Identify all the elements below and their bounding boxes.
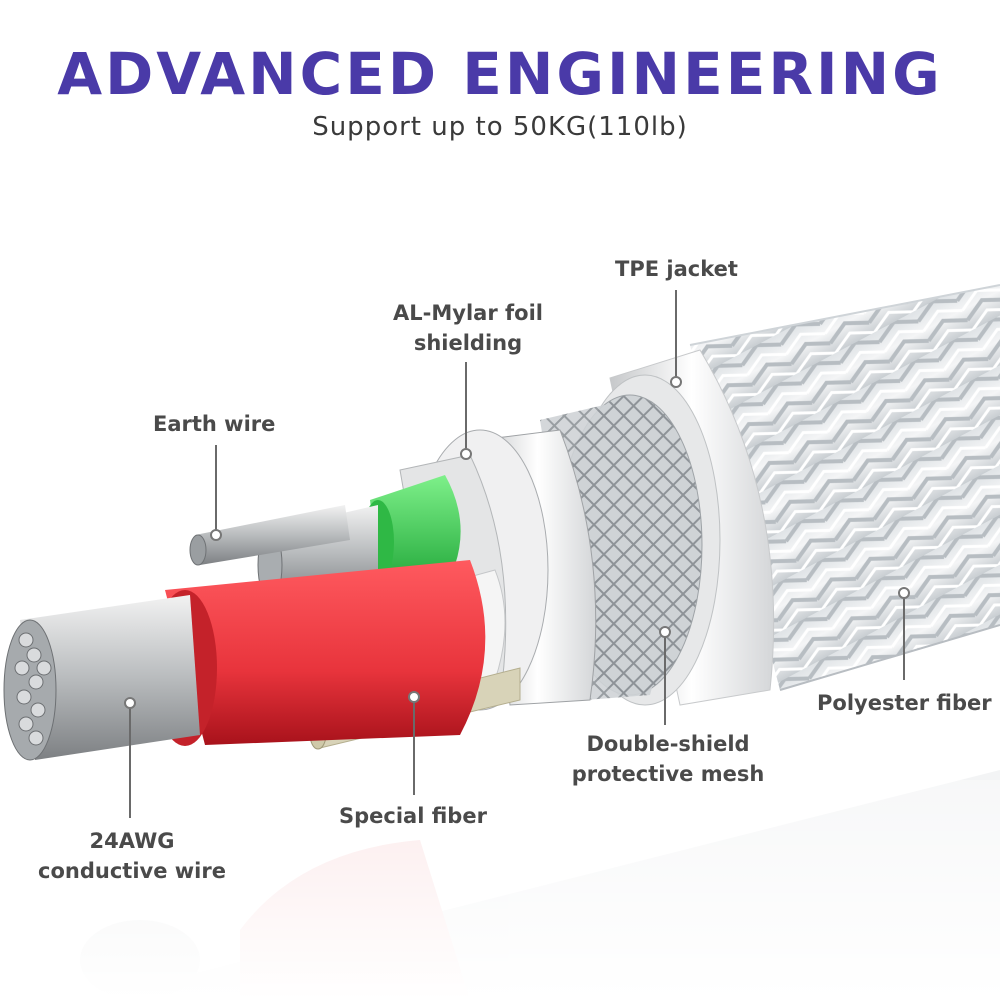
label-special-fiber-text: Special fiber bbox=[339, 804, 487, 828]
label-conductive-wire: 24AWG conductive wire bbox=[32, 826, 232, 886]
red-wire bbox=[3, 560, 486, 761]
label-awg-line2: conductive wire bbox=[38, 859, 226, 883]
label-earth-wire-text: Earth wire bbox=[153, 412, 276, 436]
label-polyester-fiber-text: Polyester fiber bbox=[817, 691, 992, 715]
label-foil-shielding: AL-Mylar foil shielding bbox=[388, 298, 548, 358]
earth-wire-strands bbox=[189, 505, 350, 566]
label-mesh-line2: protective mesh bbox=[571, 762, 765, 786]
label-foil-line2: shielding bbox=[413, 331, 523, 355]
label-tpe-jacket: TPE jacket bbox=[615, 254, 738, 284]
label-foil-line1: AL-Mylar foil bbox=[393, 301, 543, 325]
label-polyester-fiber: Polyester fiber bbox=[817, 688, 992, 718]
page-title: ADVANCED ENGINEERING bbox=[57, 40, 943, 108]
label-awg-line1: 24AWG bbox=[89, 829, 175, 853]
label-protective-mesh: Double-shield protective mesh bbox=[568, 729, 768, 789]
callout-dots bbox=[124, 376, 910, 709]
label-tpe-jacket-text: TPE jacket bbox=[615, 257, 738, 281]
label-earth-wire: Earth wire bbox=[153, 409, 275, 439]
callout-leaders bbox=[129, 290, 905, 818]
label-special-fiber: Special fiber bbox=[339, 801, 487, 831]
page-subtitle: Support up to 50KG(110lb) bbox=[312, 112, 688, 142]
label-mesh-line1: Double-shield bbox=[586, 732, 750, 756]
